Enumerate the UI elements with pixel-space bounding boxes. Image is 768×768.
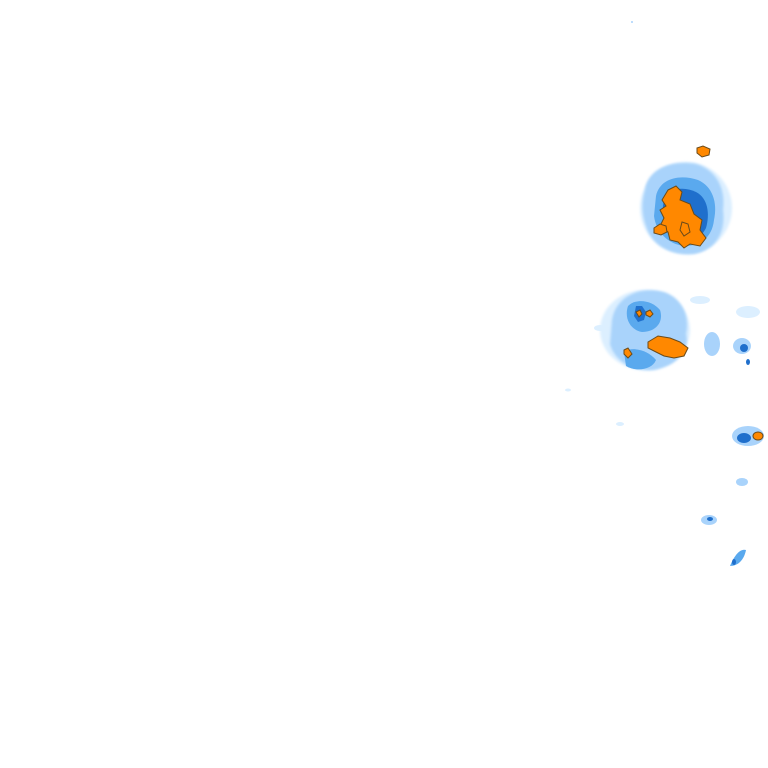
storm-cell-middle xyxy=(600,290,690,371)
storm-scatter-south xyxy=(565,21,748,566)
storm-cell-east xyxy=(732,426,764,446)
storm-cell-north xyxy=(640,145,732,255)
storm-scatter-east xyxy=(690,296,760,365)
